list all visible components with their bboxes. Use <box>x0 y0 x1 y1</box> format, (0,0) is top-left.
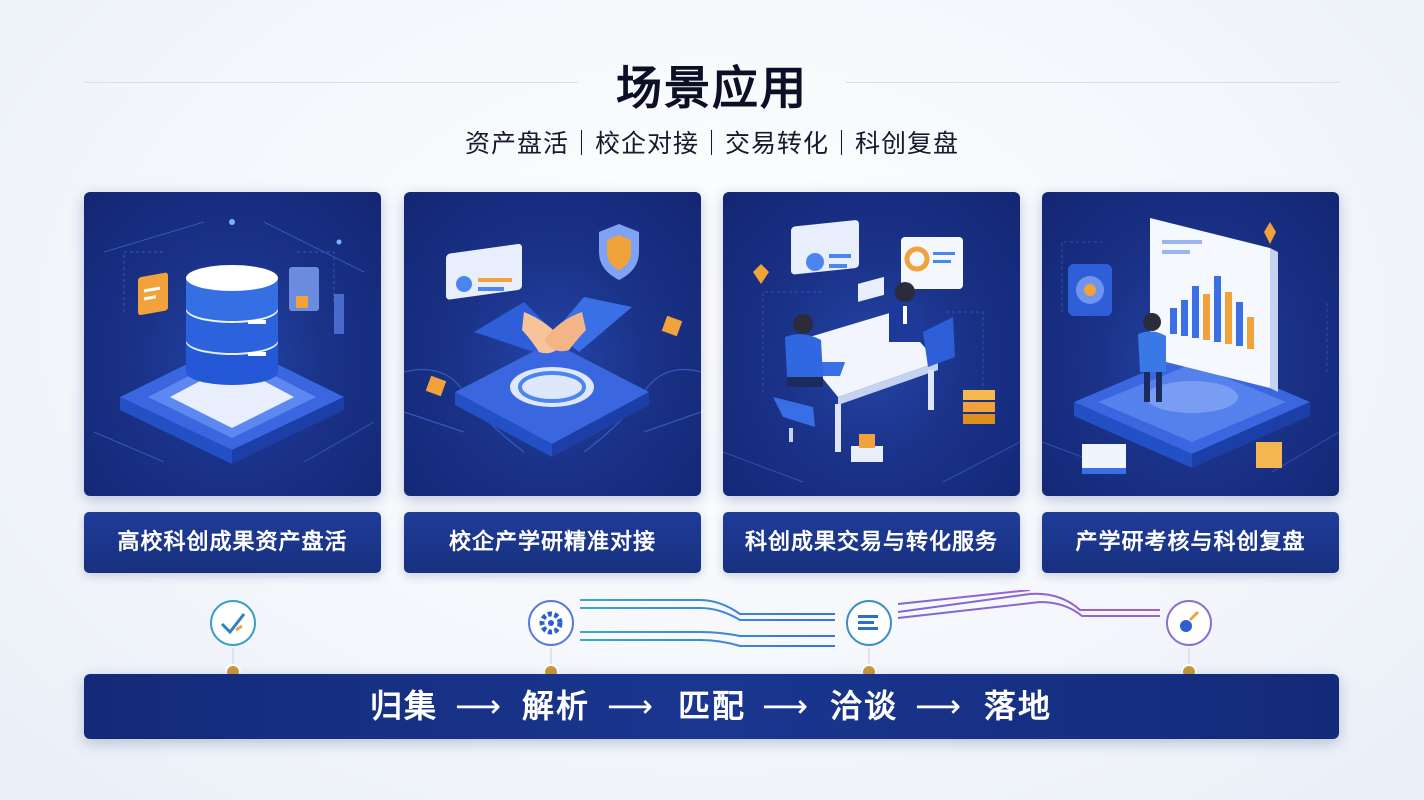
flow-arrow-2: ⟶ <box>607 687 653 725</box>
flow-step-land: 落地 <box>984 687 1053 725</box>
flow-step-match: 匹配 <box>678 687 747 725</box>
flow-step-collect: 归集 <box>370 687 439 725</box>
flow-list-icon <box>846 600 892 646</box>
flow-arrow-1: ⟶ <box>455 687 501 725</box>
header-divider-left <box>84 82 578 83</box>
card-label-school-enterprise: 校企产学研精准对接 <box>404 512 701 573</box>
scene-card-trade-conversion[interactable] <box>723 192 1020 496</box>
flow-connector <box>210 590 1212 680</box>
card-label-trade-conversion: 科创成果交易与转化服务 <box>723 512 1020 573</box>
card-label-assessment-review: 产学研考核与科创复盘 <box>1042 512 1339 573</box>
header-divider-right <box>846 82 1340 83</box>
process-flow-bar <box>84 674 1339 739</box>
flow-brush-icon <box>1166 600 1212 646</box>
flow-gear-icon <box>528 600 574 646</box>
page-subtitle: 资产盘活｜校企对接｜交易转化｜科创复盘 <box>464 129 959 158</box>
page-title: 场景应用 <box>616 61 808 115</box>
flow-arrow-3: ⟶ <box>762 687 808 725</box>
scene-card-asset-revitalization[interactable] <box>84 192 381 496</box>
handshake-icon <box>404 224 701 457</box>
flow-step-parse: 解析 <box>522 687 591 725</box>
meeting-icon <box>723 220 1020 483</box>
flow-check-icon <box>210 600 256 646</box>
card-label-asset-revitalization: 高校科创成果资产盘活 <box>84 512 381 573</box>
flow-arrow-4: ⟶ <box>915 687 961 725</box>
scene-card-assessment-review[interactable] <box>1042 192 1339 496</box>
flow-step-negotiate: 洽谈 <box>830 687 899 725</box>
scene-card-school-enterprise[interactable] <box>404 192 701 496</box>
analytics-icon <box>1042 218 1339 474</box>
database-icon <box>93 219 375 464</box>
